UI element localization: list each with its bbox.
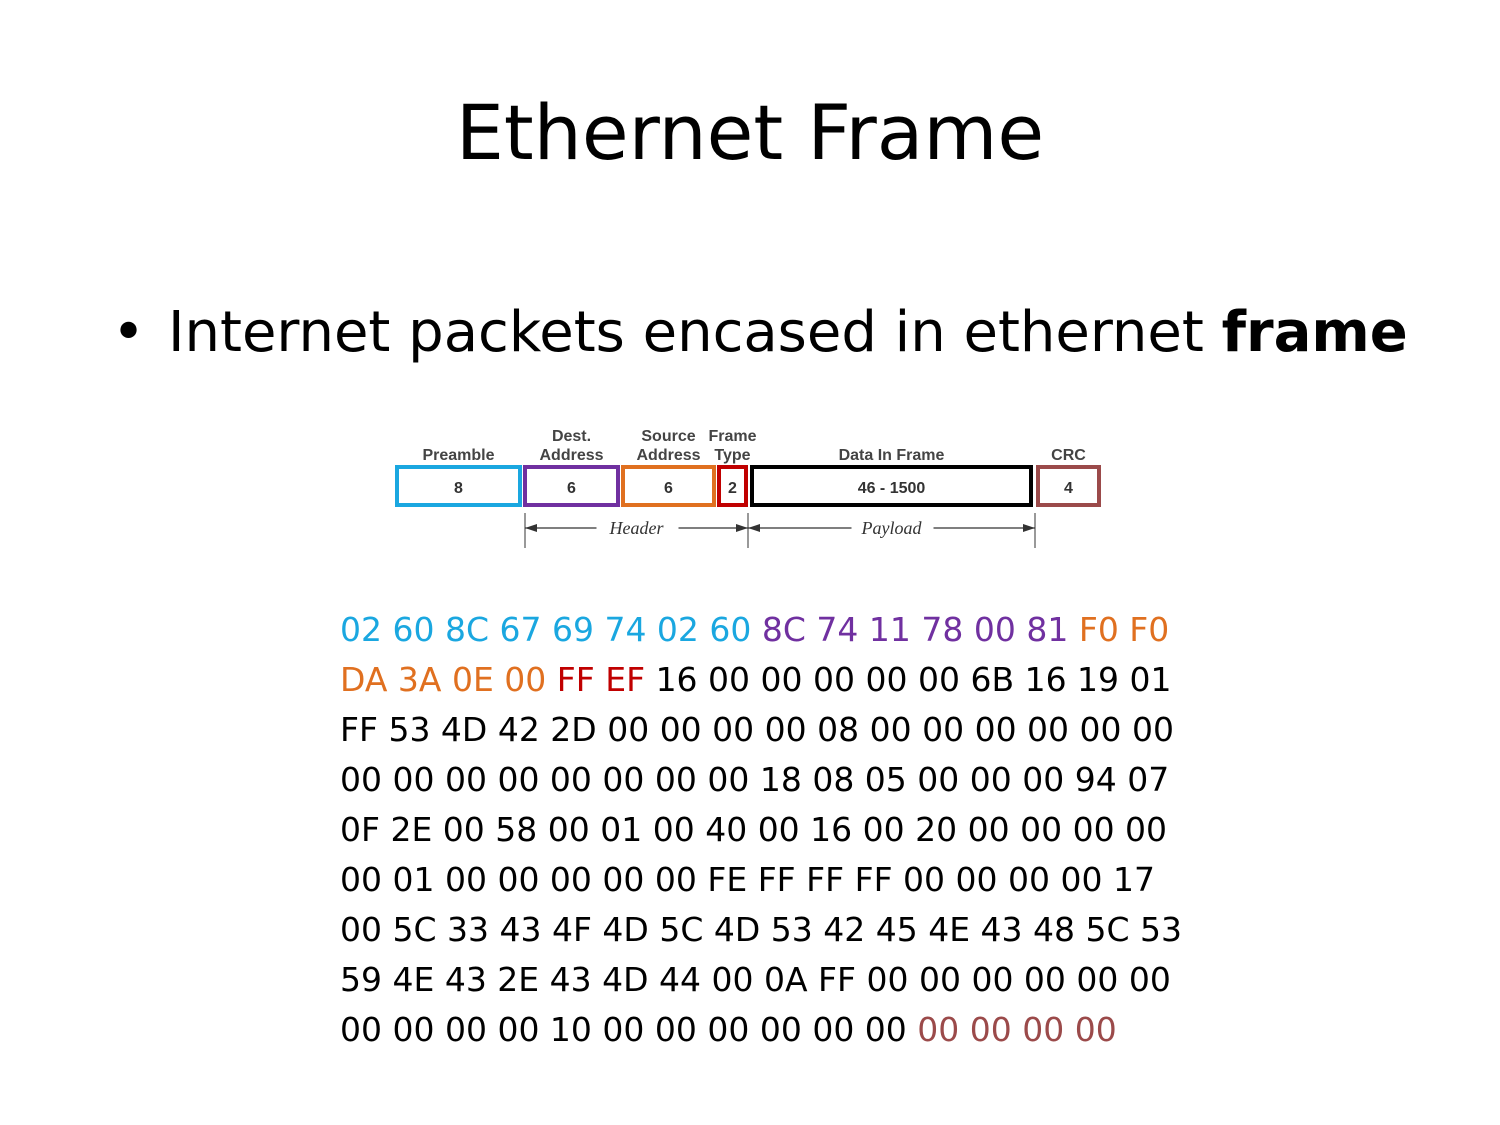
hex-segment: 0F 2E 00 58 00 01 00 40 00 16 00 20 00 0… xyxy=(340,810,1168,849)
field-name-line1: Dest. xyxy=(552,428,591,445)
hex-row: FF 53 4D 42 2D 00 00 00 00 08 00 00 00 0… xyxy=(340,705,1182,755)
field-box-address-2 xyxy=(621,465,716,507)
field-name-line2: Address xyxy=(539,447,603,464)
hex-segment: 16 00 00 00 00 00 6B 16 19 01 xyxy=(655,660,1172,699)
field-box-type-3 xyxy=(717,465,748,507)
hex-segment: DA 3A 0E 00 xyxy=(340,660,557,699)
field-size-label: 46 - 1500 xyxy=(858,480,926,497)
payload-arrow-left-icon xyxy=(748,524,760,532)
payload-label: Payload xyxy=(861,518,923,538)
hex-row: 00 5C 33 43 4F 4D 5C 4D 53 42 45 4E 43 4… xyxy=(340,905,1182,955)
field-name-line1: Source xyxy=(641,428,695,445)
field-size-label: 2 xyxy=(728,480,737,497)
bullet-text: Internet packets encased in ethernet xyxy=(168,300,1222,365)
field-size-label: 4 xyxy=(1064,480,1073,497)
hex-row: 0F 2E 00 58 00 01 00 40 00 16 00 20 00 0… xyxy=(340,805,1182,855)
hex-row: 00 00 00 00 00 00 00 00 18 08 05 00 00 0… xyxy=(340,755,1182,805)
field-size-label: 8 xyxy=(454,480,463,497)
hex-dump: 02 60 8C 67 69 74 02 60 8C 74 11 78 00 8… xyxy=(340,605,1182,1055)
field-name-line1: Frame xyxy=(708,428,756,445)
hex-segment: 8C 74 11 78 00 81 xyxy=(761,610,1079,649)
hex-segment: 00 00 00 00 10 00 00 00 00 00 00 xyxy=(340,1010,918,1049)
field-box-address-1 xyxy=(523,465,620,507)
hex-segment: FF EF xyxy=(556,660,656,699)
hex-segment: 59 4E 43 2E 43 4D 44 00 0A FF 00 00 00 0… xyxy=(340,960,1171,999)
hex-segment: 00 5C 33 43 4F 4D 5C 4D 53 42 45 4E 43 4… xyxy=(340,910,1183,949)
bullet-bold-word: frame xyxy=(1221,300,1408,365)
field-name-line2: Preamble xyxy=(422,447,494,464)
field-box-data-in-frame-4 xyxy=(750,465,1033,507)
hex-segment: 02 60 8C 67 69 74 02 60 xyxy=(340,610,762,649)
hex-row: 59 4E 43 2E 43 4D 44 00 0A FF 00 00 00 0… xyxy=(340,955,1182,1005)
hex-row: 00 01 00 00 00 00 00 FE FF FF FF 00 00 0… xyxy=(340,855,1182,905)
hex-segment: 00 01 00 00 00 00 00 FE FF FF FF 00 00 0… xyxy=(340,860,1155,899)
bullet-icon: • xyxy=(112,300,146,365)
header-arrow-left-icon xyxy=(525,524,537,532)
hex-row: DA 3A 0E 00 FF EF 16 00 00 00 00 00 6B 1… xyxy=(340,655,1182,705)
bullet-item: • Internet packets encased in ethernet fr… xyxy=(112,300,1408,365)
field-name-line2: Address xyxy=(636,447,700,464)
field-name-line2: CRC xyxy=(1051,447,1086,464)
field-size-label: 6 xyxy=(567,480,576,497)
hex-row: 02 60 8C 67 69 74 02 60 8C 74 11 78 00 8… xyxy=(340,605,1182,655)
hex-segment: 00 00 00 00 xyxy=(917,1010,1117,1049)
field-size-label: 6 xyxy=(664,480,673,497)
hex-row: 00 00 00 00 10 00 00 00 00 00 00 00 00 0… xyxy=(340,1005,1182,1055)
header-arrow-right-icon xyxy=(736,524,748,532)
hex-segment: FF 53 4D 42 2D 00 00 00 00 08 00 00 00 0… xyxy=(340,710,1175,749)
slide-title: Ethernet Frame xyxy=(455,88,1045,177)
field-name-line2: Type xyxy=(714,447,750,464)
hex-segment: F0 F0 xyxy=(1078,610,1170,649)
hex-segment: 00 00 00 00 00 00 00 00 18 08 05 00 00 0… xyxy=(340,760,1170,799)
field-box-preamble-0 xyxy=(395,465,522,507)
header-label: Header xyxy=(609,518,665,538)
field-box-crc-5 xyxy=(1036,465,1101,507)
payload-arrow-right-icon xyxy=(1023,524,1035,532)
field-name-line2: Data In Frame xyxy=(839,447,945,464)
